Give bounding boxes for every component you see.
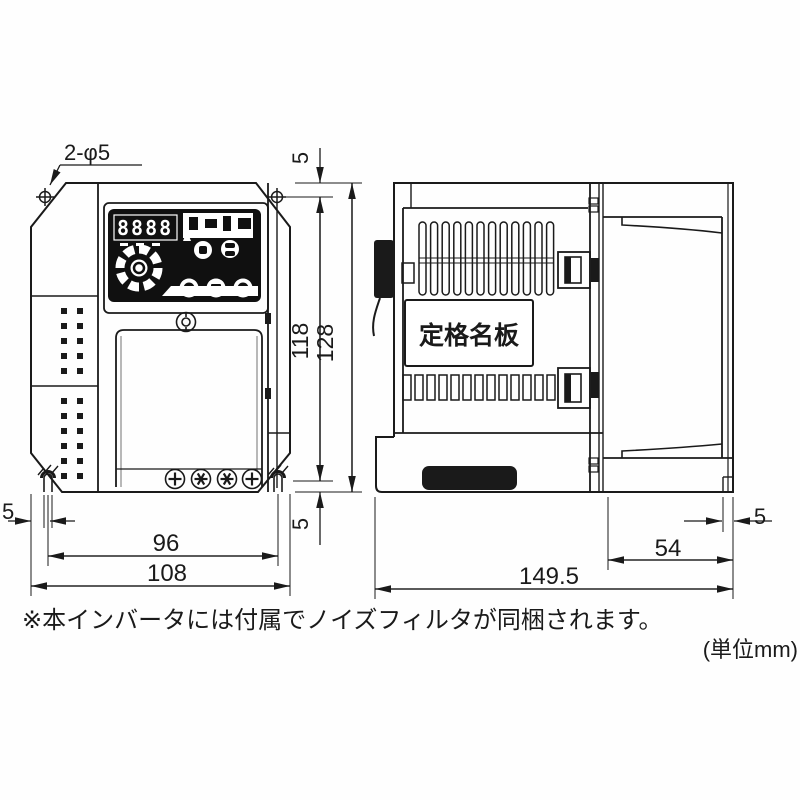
included-filter-note: ※本インバータには付属でノイズフィルタが同梱されます。 [22, 607, 663, 634]
terminal-screw-icon [241, 468, 263, 490]
setting-dial-icon [115, 244, 163, 292]
rating-nameplate: 定格名板 [404, 299, 534, 367]
fan-symbol-icon [216, 468, 238, 490]
digital-display: 8888 [113, 214, 178, 246]
mode-button-icon [194, 241, 212, 259]
indicator-area [183, 213, 253, 241]
connector-wire [372, 297, 381, 337]
side-clip-top [557, 251, 599, 289]
din-latch-bar [422, 466, 517, 490]
dim-bottom-offset: 5 [288, 518, 313, 530]
bottom-mounting-slot-right-icon [267, 464, 289, 492]
terminal-screw-icon [164, 468, 186, 490]
dim-depth-overall: 149.5 [519, 563, 579, 590]
dim-left-offset: 5 [2, 499, 14, 524]
right-hinge-strip [265, 183, 290, 492]
side-connector [374, 240, 394, 298]
mounting-hole-top-right-icon [268, 188, 286, 206]
dim-height-overall: 128 [312, 324, 338, 362]
display-digits: 8888 [117, 216, 173, 240]
side-view: 定格名板 [372, 182, 734, 493]
dim-height-holes: 118 [287, 323, 313, 360]
mounting-hole-top-left-icon [36, 188, 54, 206]
wiring-cover [115, 329, 263, 487]
nameplate-label: 定格名板 [419, 321, 519, 350]
cover-screw-icon [175, 311, 197, 333]
front-view: 8888 [30, 182, 291, 493]
left-vent-strip [31, 183, 99, 492]
side-clip-bottom [557, 367, 599, 409]
dim-depth-edge: 5 [754, 504, 766, 529]
mounting-holes-label: 2-φ5 [64, 140, 110, 165]
unit-label: (単位mm) [703, 637, 798, 662]
side-vent-slots-bottom [402, 374, 556, 401]
dimension-labels: 2-φ5 5 118 128 5 5 96 108 149.5 54 5 [2, 140, 766, 590]
operation-panel: 8888 [108, 209, 261, 302]
set-button-icon [221, 240, 239, 258]
terminal-screws [164, 468, 263, 490]
dim-depth-body: 54 [655, 535, 682, 562]
vent-holes [61, 308, 83, 479]
dim-top-offset: 5 [288, 152, 313, 164]
dim-width-holes: 96 [153, 530, 180, 557]
side-vent-slots-top [418, 221, 555, 296]
bottom-mounting-slot-left-icon [37, 464, 59, 492]
heatsink-channel [603, 183, 733, 492]
side-outline [375, 182, 734, 493]
dim-width-overall: 108 [147, 560, 187, 587]
fan-symbol-icon [190, 468, 212, 490]
arrow-indicator-icon [183, 231, 191, 241]
panel-bottom-strip [162, 286, 258, 296]
dimension-lines [8, 148, 772, 599]
